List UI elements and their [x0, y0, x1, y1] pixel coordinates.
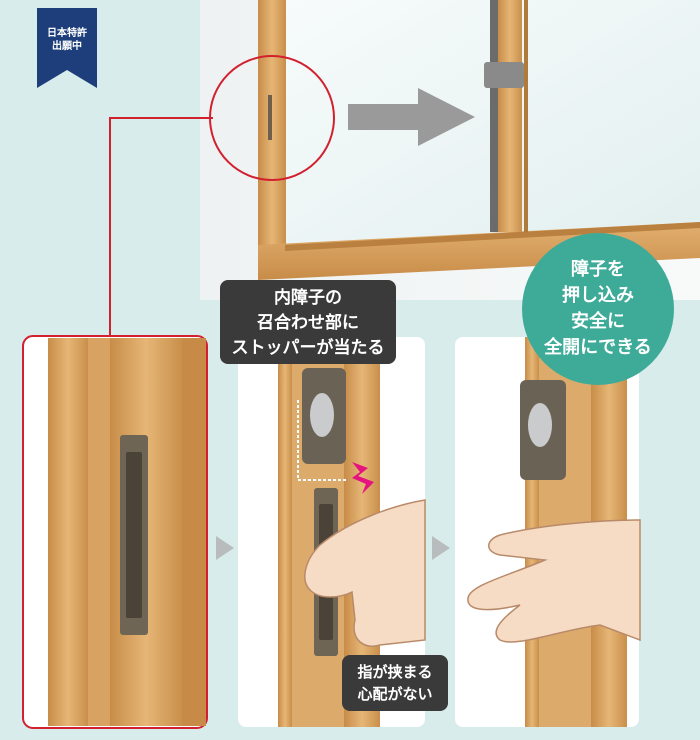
callout-line-1: 内障子の	[274, 288, 342, 308]
crescent-lock	[484, 62, 524, 88]
circle-line-3: 安全に	[571, 311, 625, 332]
sash-mullion	[490, 0, 498, 232]
bottom-line-2: 心配がない	[357, 685, 433, 703]
stopper-callout: 内障子の 召合わせ部に ストッパーが当たる	[220, 280, 396, 364]
triangle-right-icon-2	[432, 536, 450, 560]
patent-badge: 日本特許 出願中	[37, 8, 97, 88]
circle-line-2: 押し込み	[562, 285, 634, 306]
finger-safe-callout: 指が挟まる 心配がない	[342, 655, 448, 711]
bottom-line-1: 指が挟まる	[357, 663, 433, 681]
triangle-right-icon	[216, 536, 234, 560]
callout-line-2: 召合わせ部に	[257, 313, 359, 333]
circle-line-1: 障子を	[571, 259, 625, 280]
badge-line-2: 出願中	[52, 41, 82, 52]
hand-illustration-2	[467, 519, 641, 643]
circle-line-4: 全開にできる	[544, 337, 652, 358]
small-pull-handle	[268, 95, 272, 140]
hand-illustration	[304, 499, 426, 647]
safe-open-circle: 障子を 押し込み 安全に 全開にできる	[522, 233, 674, 385]
arrow-right-icon	[348, 88, 475, 146]
callout-line-3: ストッパーが当たる	[231, 338, 385, 358]
highlight-connector	[109, 117, 213, 336]
zigzag-alert-icon	[352, 462, 374, 494]
badge-line-1: 日本特許	[47, 28, 87, 39]
